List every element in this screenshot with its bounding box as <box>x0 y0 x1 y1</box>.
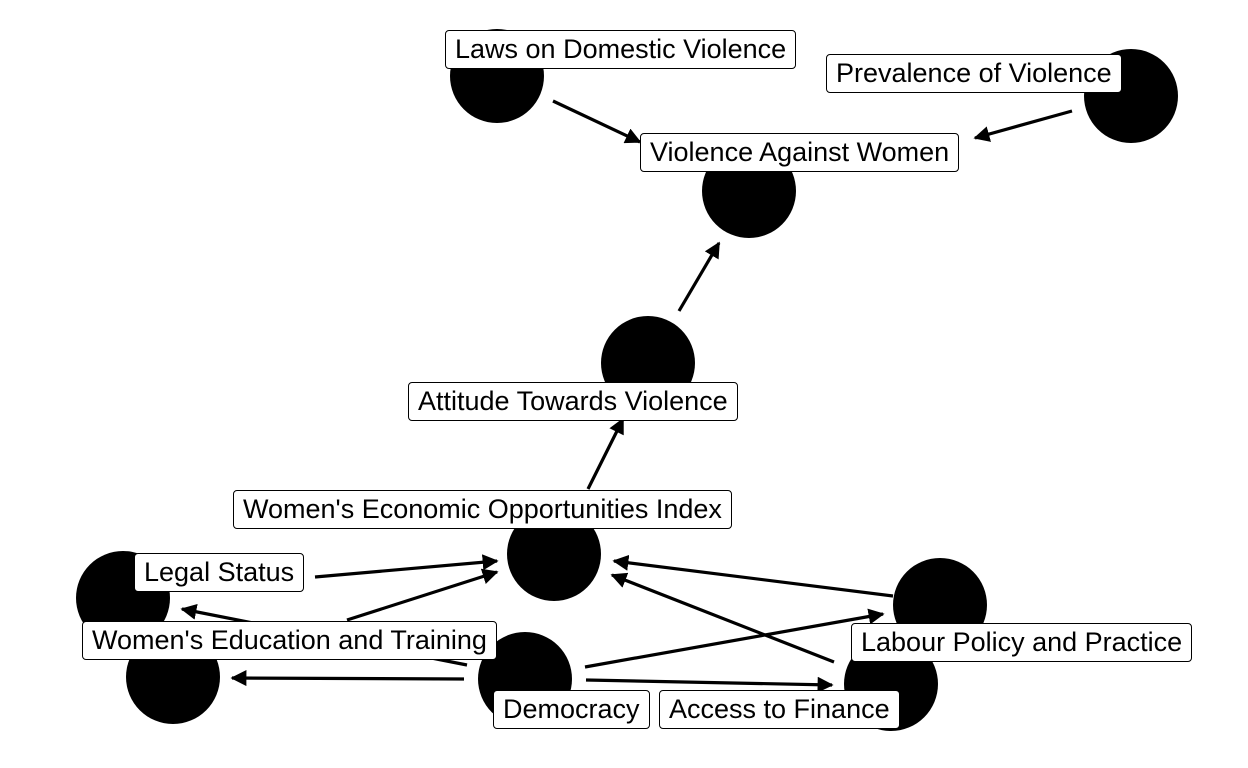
node-label-violence-against-women: Violence Against Women <box>640 133 960 172</box>
edge-democracy-to-finance <box>585 676 834 693</box>
node-label-access-to-finance: Access to Finance <box>659 690 900 729</box>
edge-legal-to-weoi <box>314 554 499 579</box>
edge-finance-to-weoi <box>610 572 835 664</box>
edge-laws_dv-to-vaw <box>552 99 642 144</box>
node-label-womens-education-and-training: Women's Education and Training <box>82 621 497 660</box>
node-label-democracy: Democracy <box>493 690 650 729</box>
edge-attitude-to-vaw <box>677 241 721 312</box>
node-label-attitude-towards-violence: Attitude Towards Violence <box>408 382 738 421</box>
edge-weoi-to-attitude <box>586 417 625 490</box>
node-label-legal-status: Legal Status <box>134 553 305 592</box>
node-label-womens-economic-opportunities-index: Women's Economic Opportunities Index <box>233 490 732 529</box>
node-label-labour-policy-and-practice: Labour Policy and Practice <box>851 623 1193 662</box>
edge-democracy-to-education <box>230 670 465 687</box>
edge-prevalence-to-vaw <box>973 109 1073 142</box>
edge-democracy-to-labour <box>584 608 885 669</box>
edge-labour-to-weoi <box>612 554 894 598</box>
node-label-laws-on-domestic-violence: Laws on Domestic Violence <box>445 30 797 69</box>
edge-education-to-weoi <box>346 568 499 622</box>
node-label-prevalence-of-violence: Prevalence of Violence <box>826 54 1122 93</box>
node-weoi <box>507 507 601 601</box>
